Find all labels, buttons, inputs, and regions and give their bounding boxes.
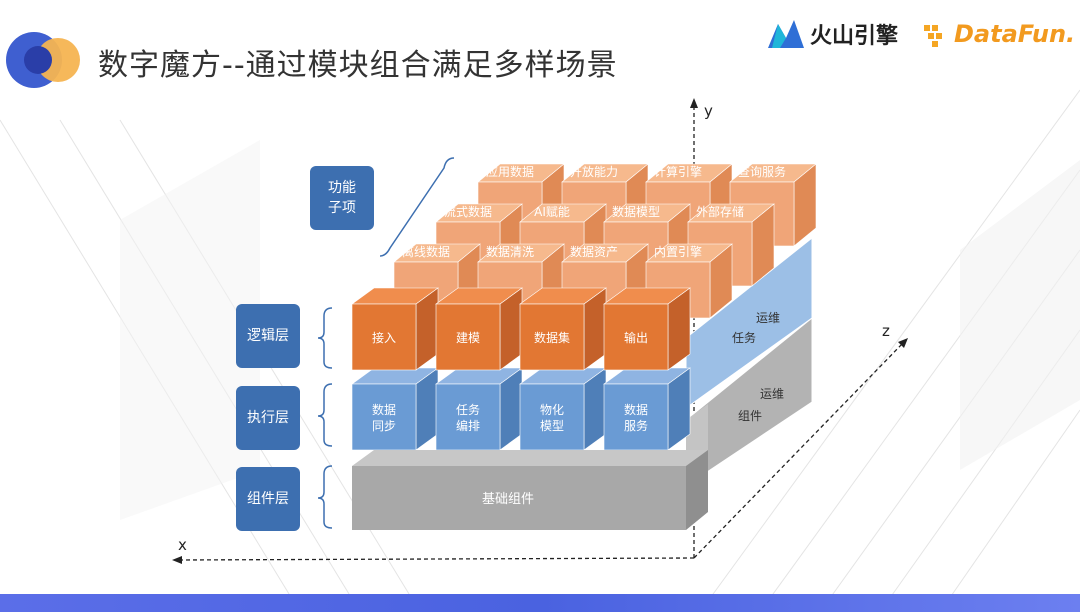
page-title: 数字魔方--通过模块组合满足多样场景 [98, 48, 618, 83]
brace-lines [317, 157, 455, 529]
brace-execution [317, 383, 333, 447]
x-axis-line [177, 557, 695, 561]
func-cube-front-1-label: 数据清洗 [486, 244, 534, 259]
logo-circle-icon [6, 32, 80, 88]
logic-cube-1: 建模 [435, 287, 523, 371]
logic-cube-0-label: 接入 [372, 330, 396, 345]
x-axis-label: x [178, 536, 187, 554]
execution-cube-3-label: 服务 [624, 418, 648, 433]
execution-cube-3-label: 数据 [624, 402, 648, 417]
z-axis-arrow-icon [898, 338, 908, 348]
func-cube-front-3-label: 内置引擎 [654, 244, 702, 259]
component-layer-label: 组件层 [236, 467, 300, 531]
execution-cube-0-label: 数据 [372, 402, 396, 417]
execution-cube-1-label: 任务 [456, 402, 480, 417]
logic-cube-1-label: 建模 [456, 331, 480, 345]
logic-cube-0: 接入 [351, 287, 439, 371]
func-cube-back-1-label: 开放能力 [570, 164, 618, 179]
logic-side-front-label: 任务 [732, 330, 756, 345]
func-cube-back-2-label: 计算引擎 [654, 164, 702, 179]
datafun-logo: DataFun. [924, 20, 1075, 48]
brace-component [317, 465, 333, 529]
component-bar-label: 基础组件 [482, 492, 534, 507]
execution-cube-2-label: 物化 [540, 403, 564, 417]
component-side-front-label: 组件 [738, 409, 762, 423]
logic-cube-3-label: 输出 [624, 330, 648, 345]
func-cube-back-0-label: 应用数据 [486, 164, 534, 179]
x-axis-arrow-icon [172, 556, 182, 564]
execution-cube-2-label: 模型 [540, 419, 564, 433]
brace-logic [317, 307, 333, 369]
brace-functional [379, 157, 455, 257]
func-cube-front-0-label: 离线数据 [402, 244, 450, 259]
func-cube-front-2-label: 数据资产 [570, 244, 618, 259]
func-cube-back-3-label: 查询服务 [738, 164, 786, 179]
logic-side-back-label: 运维 [756, 311, 780, 325]
component-bar [352, 450, 708, 530]
component-side-back-label: 运维 [760, 387, 784, 401]
func-cube-middle-0-label: 流式数据 [444, 204, 492, 219]
y-axis-arrow-icon [690, 98, 698, 108]
func-cube-middle-1-label: AI赋能 [534, 205, 570, 219]
func-cube-middle-2-label: 数据模型 [612, 204, 660, 219]
huoshan-logo: 火山引擎 [768, 18, 898, 50]
logic-layer-label: 逻辑层 [236, 304, 300, 368]
z-axis-label: z [882, 322, 890, 340]
func-cube-middle-3-label: 外部存储 [696, 204, 744, 219]
logic-cube-3: 输出 [603, 287, 691, 371]
y-axis-label: y [704, 102, 713, 120]
execution-cube-1-label: 编排 [456, 418, 480, 433]
bottom-bar [0, 594, 1080, 612]
z-axis-line [693, 341, 905, 559]
functional-subitem-label: 功能 子项 [310, 166, 374, 230]
logic-cube-2-label: 数据集 [534, 330, 570, 345]
logic-cube-2: 数据集 [519, 287, 607, 371]
execution-layer-label: 执行层 [236, 386, 300, 450]
execution-cube-0-label: 同步 [372, 419, 396, 433]
datafun-mark-icon [924, 25, 942, 47]
mountain-icon [768, 20, 804, 48]
